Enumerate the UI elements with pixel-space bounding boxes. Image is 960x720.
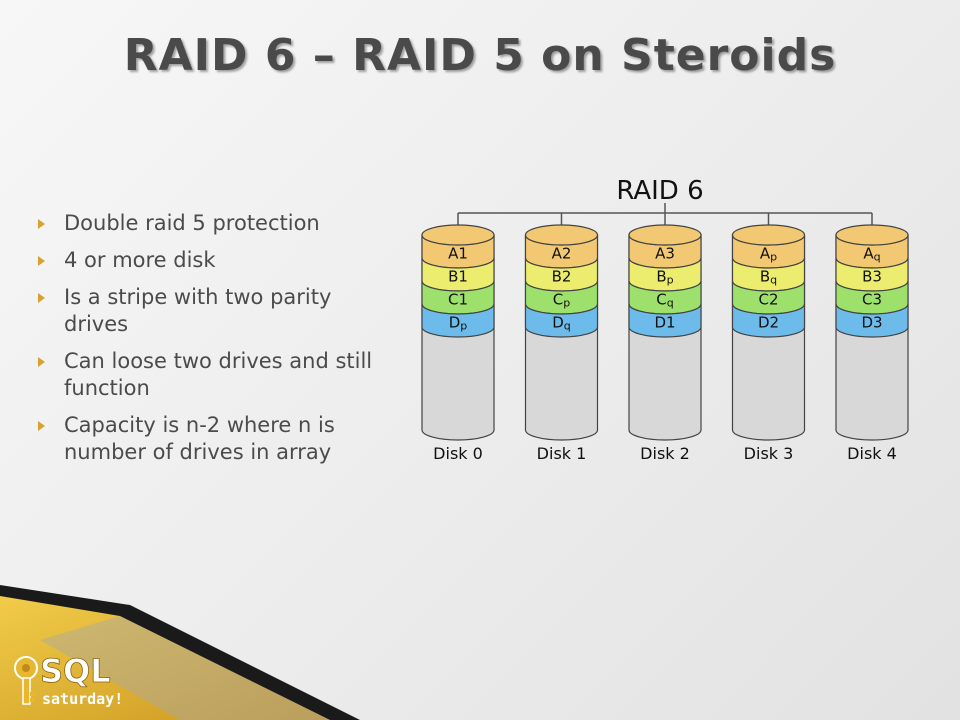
block-label: Bp xyxy=(656,268,673,287)
block-label: Aq xyxy=(863,245,880,264)
block-label: D1 xyxy=(654,314,675,332)
block-label: C1 xyxy=(448,291,468,309)
slide-title: RAID 6 – RAID 5 on Steroids xyxy=(123,30,837,81)
data-block: D2 xyxy=(731,303,806,338)
disk-label: Disk 2 xyxy=(640,444,690,463)
disk-label: Disk 4 xyxy=(847,444,897,463)
block-label: B3 xyxy=(862,268,882,286)
block-label: D3 xyxy=(861,314,882,332)
bullet-arrow-icon xyxy=(38,219,45,229)
block-label: Dp xyxy=(449,314,468,333)
block-label: C3 xyxy=(862,291,882,309)
bullet-list: Double raid 5 protection 4 or more disk … xyxy=(36,210,381,476)
bullet-arrow-icon xyxy=(38,421,45,431)
block-label: Cq xyxy=(656,291,673,310)
key-icon xyxy=(14,656,38,705)
logo-subtext: saturday! xyxy=(42,690,123,708)
disk-label: Disk 3 xyxy=(744,444,794,463)
block-label: A3 xyxy=(655,245,675,263)
bullet-text: Double raid 5 protection xyxy=(64,211,320,235)
diagram-connector xyxy=(458,203,872,214)
logo-text: SQL xyxy=(40,652,111,690)
block-label: B2 xyxy=(552,268,572,286)
data-block: D3 xyxy=(835,303,909,338)
data-block: Dq xyxy=(524,303,599,338)
data-block: D1 xyxy=(628,303,702,338)
bullet-item: 4 or more disk xyxy=(36,247,381,274)
bullet-arrow-icon xyxy=(38,256,45,266)
bullet-arrow-icon xyxy=(38,357,45,367)
disk-label: Disk 0 xyxy=(433,444,483,463)
block-label: A2 xyxy=(552,245,572,263)
block-label: C2 xyxy=(758,291,778,309)
bullet-text: Capacity is n-2 where n is number of dri… xyxy=(64,413,335,464)
block-label: A1 xyxy=(448,245,468,263)
bullet-item: Capacity is n-2 where n is number of dri… xyxy=(36,412,381,466)
disk-label: Disk 1 xyxy=(537,444,587,463)
block-label: D2 xyxy=(758,314,779,332)
bullet-item: Can loose two drives and still function xyxy=(36,348,381,402)
bullet-item: Is a stripe with two parity drives xyxy=(36,284,381,338)
block-label: Bq xyxy=(760,268,777,287)
data-block: Dp xyxy=(421,303,495,338)
sqlsaturday-logo: SQL saturday! xyxy=(14,652,123,708)
diagram-title: RAID 6 xyxy=(616,176,703,206)
bullet-item: Double raid 5 protection xyxy=(36,210,381,237)
bullet-text: 4 or more disk xyxy=(64,248,216,272)
block-label: Dq xyxy=(552,314,571,333)
bullet-text: Is a stripe with two parity drives xyxy=(64,285,332,336)
block-label: B1 xyxy=(448,268,468,286)
block-label: Cp xyxy=(553,291,570,310)
bullet-text: Can loose two drives and still function xyxy=(64,349,373,400)
block-label: Ap xyxy=(760,245,777,264)
bullet-arrow-icon xyxy=(38,293,45,303)
